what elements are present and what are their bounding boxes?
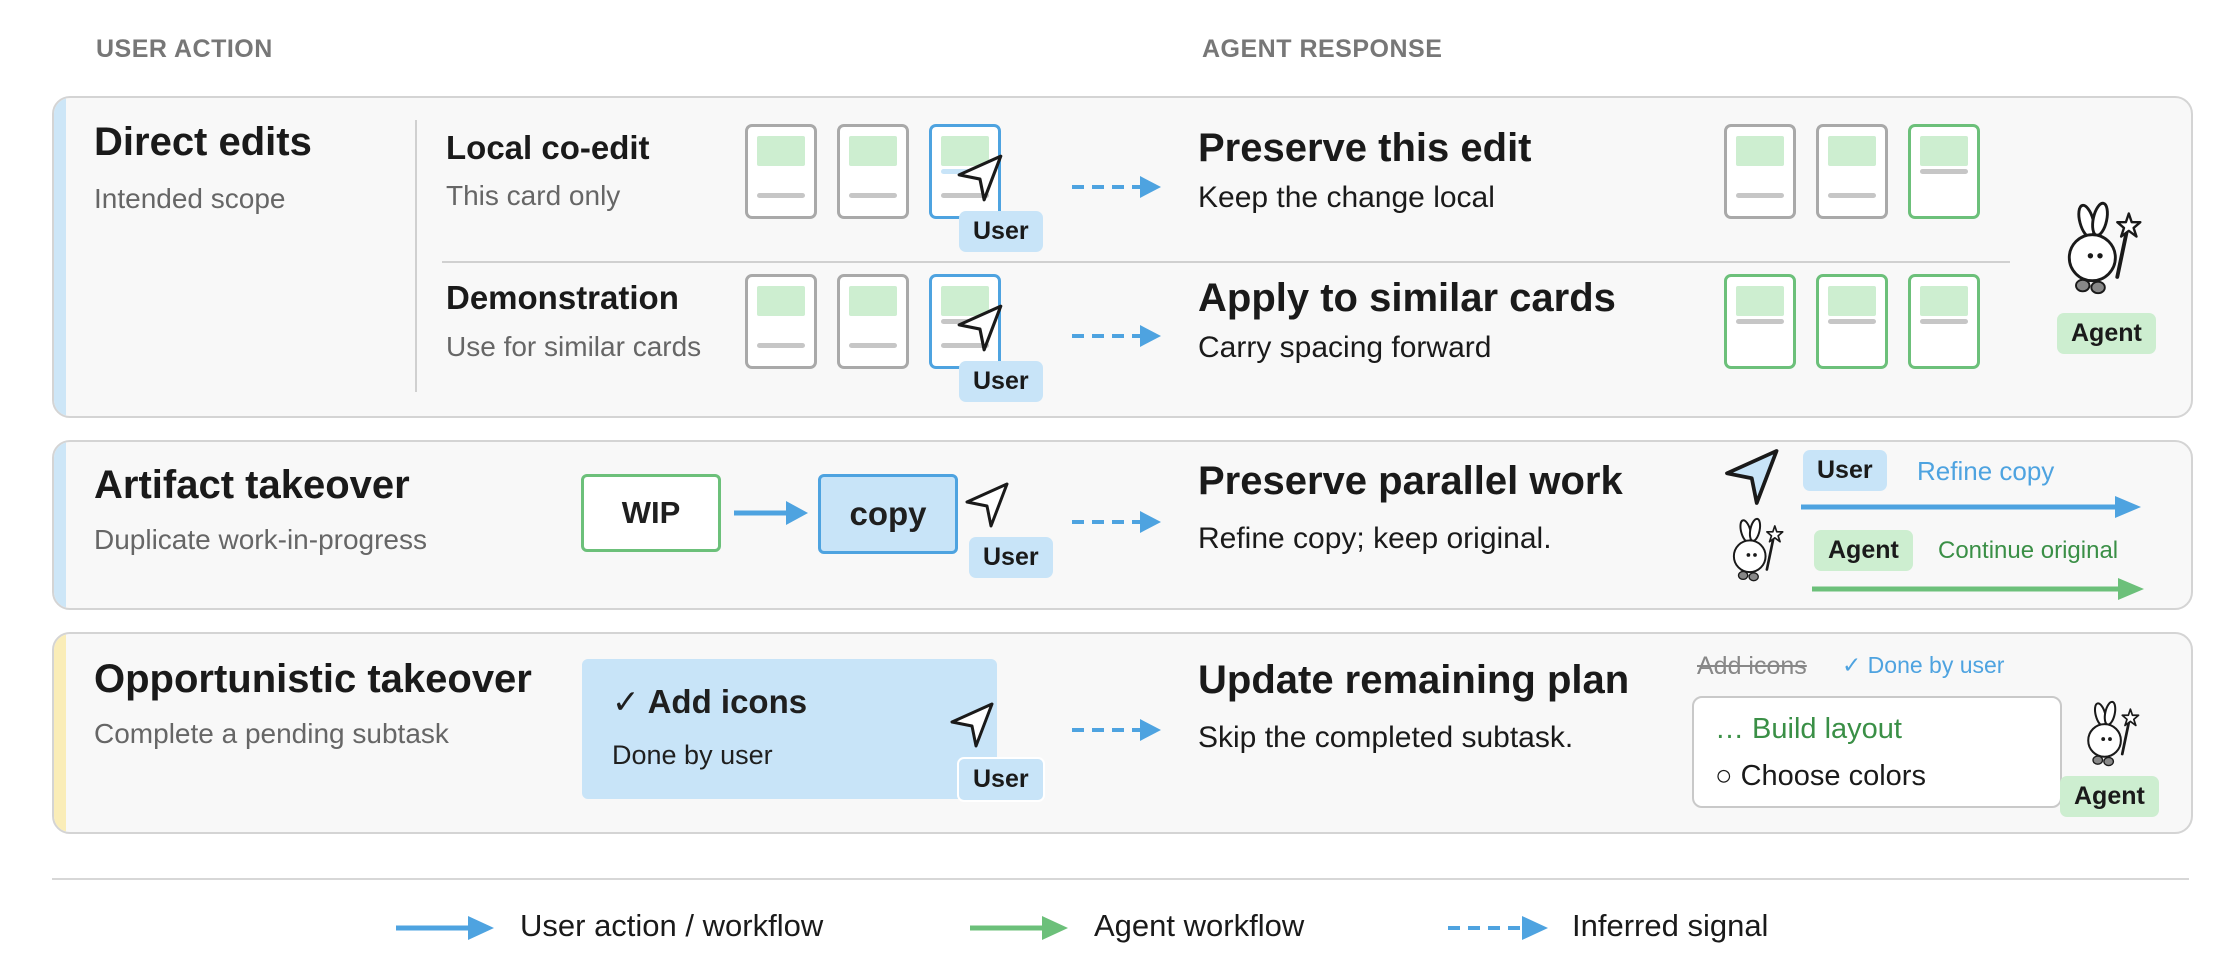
inferred-arrow: [1072, 325, 1161, 347]
copy-label: copy: [849, 495, 927, 532]
legend-user-label: User action / workflow: [520, 908, 824, 943]
artifact-takeover-subtitle: Duplicate work-in-progress: [94, 524, 428, 555]
card: [1816, 124, 1888, 219]
update-plan-title: Update remaining plan: [1198, 658, 1630, 702]
opportunistic-takeover-subtitle: Complete a pending subtask: [94, 718, 449, 749]
apply-similar-subtitle: Carry spacing forward: [1198, 331, 1492, 364]
wip-label: WIP: [621, 495, 681, 530]
user-action-header: USER ACTION: [96, 35, 273, 63]
inferred-arrow: [1072, 511, 1161, 533]
legend-agent-label: Agent workflow: [1094, 908, 1305, 943]
cursor-icon: [955, 302, 1007, 354]
inferred-arrow: [1072, 719, 1161, 741]
preserve-edit-title: Preserve this edit: [1198, 126, 1532, 170]
card: [837, 274, 909, 369]
agent-tag: Agent: [2060, 776, 2159, 817]
parallel-work-title: Preserve parallel work: [1198, 459, 1623, 503]
row-divider: [442, 261, 2010, 263]
card: [745, 274, 817, 369]
bunny-wand-icon: [2052, 198, 2148, 302]
plan-item-build-layout: … Build layout: [1715, 713, 1902, 745]
user-workflow-arrow: [734, 501, 808, 525]
direct-edits-subtitle: Intended scope: [94, 183, 286, 214]
user-tag: User: [959, 361, 1043, 402]
task-title: ✓ Add icons: [612, 683, 808, 720]
bunny-wand-icon: [2076, 698, 2144, 772]
demonstration-subtitle: Use for similar cards: [446, 331, 702, 362]
card: [745, 124, 817, 219]
local-coedit-subtitle: This card only: [446, 180, 621, 211]
vertical-divider: [415, 120, 417, 392]
wip-box: WIP: [581, 474, 721, 552]
legend-agent-arrow: [970, 916, 1068, 940]
user-tag: User: [969, 537, 1053, 578]
apply-similar-title: Apply to similar cards: [1198, 276, 1616, 320]
user-lane-arrow: [1801, 496, 2141, 518]
panel-accent: [54, 98, 66, 416]
copy-box: copy: [818, 474, 958, 554]
user-tag: User: [959, 211, 1043, 252]
inferred-arrow: [1072, 176, 1161, 198]
updated-card: [1908, 274, 1980, 369]
agent-lane-text: Continue original: [1938, 537, 2119, 564]
artifact-takeover-title: Artifact takeover: [94, 463, 410, 507]
preserve-edit-subtitle: Keep the change local: [1198, 181, 1495, 214]
parallel-work-subtitle: Refine copy; keep original.: [1198, 522, 1552, 555]
agent-tag: Agent: [2057, 313, 2156, 354]
legend-inferred-arrow: [1448, 916, 1548, 940]
direct-edits-title: Direct edits: [94, 120, 312, 164]
legend-inferred-label: Inferred signal: [1572, 908, 1769, 943]
agent-response-header: AGENT RESPONSE: [1202, 35, 1443, 63]
plan-item-choose-colors: ○ Choose colors: [1715, 760, 1926, 792]
panel-accent: [54, 634, 66, 832]
cursor-icon: [955, 152, 1007, 204]
update-plan-subtitle: Skip the completed subtask.: [1198, 721, 1574, 754]
task-subtitle: Done by user: [612, 740, 773, 770]
card: [1724, 124, 1796, 219]
completed-subtask-card: [582, 659, 997, 799]
demonstration-title: Demonstration: [446, 279, 679, 316]
local-coedit-title: Local co-edit: [446, 129, 650, 166]
remaining-plan-box: [1692, 696, 2062, 808]
card: [837, 124, 909, 219]
struck-plan-item: Add icons: [1697, 652, 1807, 680]
updated-card: [1816, 274, 1888, 369]
done-by-user-note: ✓ Done by user: [1842, 652, 2005, 678]
legend-divider: [52, 878, 2189, 880]
user-lane-text: Refine copy: [1917, 456, 2055, 486]
cursor-icon: [963, 480, 1013, 530]
updated-card: [1724, 274, 1796, 369]
panel-accent: [54, 442, 66, 608]
opportunistic-takeover-title: Opportunistic takeover: [94, 657, 532, 701]
preserved-card: [1908, 124, 1980, 219]
user-lane-tag: User: [1803, 450, 1887, 491]
agent-lane-tag: Agent: [1814, 530, 1913, 571]
agent-lane-arrow: [1812, 578, 2144, 600]
cursor-icon: [1722, 446, 1784, 508]
cursor-icon: [948, 700, 998, 750]
bunny-wand-icon: [1722, 516, 1788, 586]
user-tag: User: [957, 757, 1045, 802]
legend-user-arrow: [396, 916, 494, 940]
